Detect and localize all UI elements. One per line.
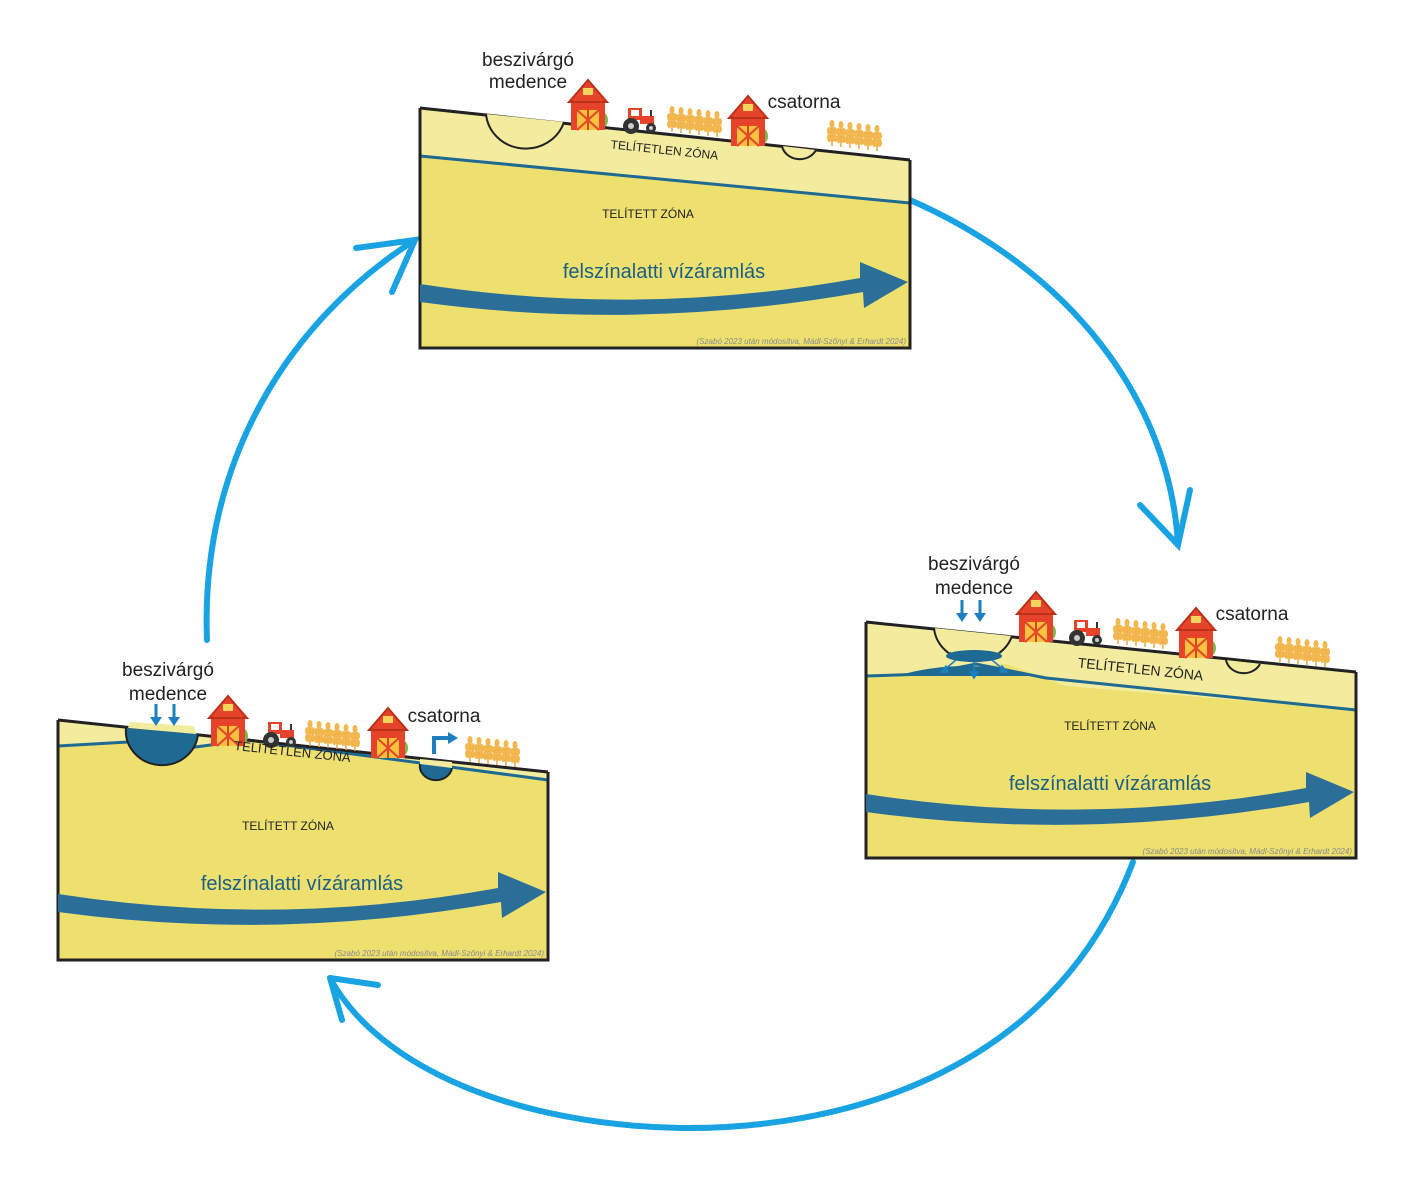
turn-arrow-icon (432, 732, 458, 754)
cycle-arc-top-to-right (907, 197, 1181, 548)
basin-label-line2: medence (935, 578, 1013, 599)
credit: (Szabó 2023 után módosítva, Mádl-Szőnyi … (1143, 847, 1353, 856)
saturated-zone (58, 740, 548, 960)
cycle-arc-left-to-top (203, 237, 418, 643)
credit: (Szabó 2023 után módosítva, Mádl-Szőnyi … (697, 337, 907, 346)
canal-label: csatorna (408, 706, 481, 727)
canal (418, 763, 453, 782)
basin-label-line1: beszivárgó (928, 554, 1020, 575)
panel-left: beszivárgó medence csatorna TELÍTETLEN Z… (56, 660, 550, 962)
basin-label-line1: beszivárgó (122, 660, 214, 681)
flow-label: felszínalatti vízáramlás (201, 873, 403, 895)
cycle-arrowhead-right (1137, 487, 1193, 552)
infiltration-basin (124, 727, 199, 767)
water-table (419, 154, 911, 205)
panel-top: beszivárgó medence csatorna TELÍTETLEN Z… (418, 50, 912, 350)
cycle-arrowhead-bottom (327, 975, 381, 1023)
canal (781, 145, 817, 161)
panel-right: beszivárgó medence csatorna TELÍTETLEN Z… (864, 554, 1358, 860)
saturated-zone-label: TELÍTETT ZÓNA (242, 818, 334, 833)
flow-arrow (58, 872, 546, 925)
flow-label: felszínalatti vízáramlás (1009, 773, 1211, 795)
water-table (865, 662, 1357, 712)
basin-label-line1: beszivárgó (482, 50, 574, 71)
flow-label: felszínalatti vízáramlás (563, 261, 765, 283)
saturated-zone-label: TELÍTETT ZÓNA (1064, 718, 1156, 733)
flow-arrow (420, 262, 908, 315)
canal-label: csatorna (768, 92, 841, 113)
credit: (Szabó 2023 után módosítva, Mádl-Szőnyi … (335, 949, 545, 958)
cycle-arrows (203, 197, 1193, 1132)
flow-arrow (866, 772, 1354, 825)
cycle-arc-right-to-left (327, 859, 1136, 1132)
basin-label-line2: medence (129, 684, 207, 705)
cycle-arrowhead-top (353, 236, 420, 295)
infiltration-basin (485, 113, 565, 150)
canal (1225, 659, 1261, 675)
saturated-zone-label: TELÍTETT ZÓNA (602, 206, 694, 221)
basin-label-line2: medence (489, 72, 567, 93)
canal-label: csatorna (1216, 604, 1289, 625)
